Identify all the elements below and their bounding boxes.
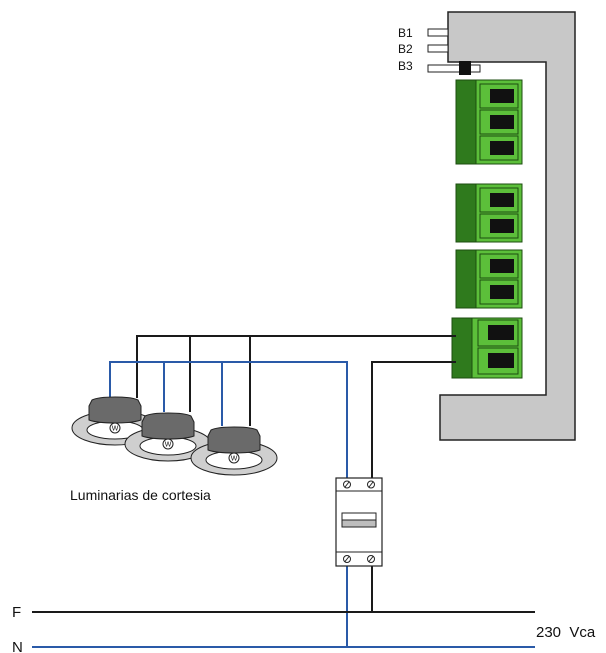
switch-label-b2: B2 [398, 42, 413, 56]
lamp-symbol-icon [109, 422, 121, 434]
neutral-line: N [12, 639, 535, 653]
dip-switch-b3-knob [459, 61, 471, 75]
terminal-to-breaker-wire [371, 361, 456, 480]
circuit-breaker [335, 477, 383, 567]
terminal-block-3 [455, 249, 523, 309]
lamp-neutral-wire [109, 361, 348, 480]
phase-line: F [12, 604, 535, 621]
neutral-label: N [12, 639, 23, 653]
dip-switch-b2[interactable]: B2 [398, 42, 449, 56]
terminal-block-1 [455, 79, 523, 165]
switch-label-b3: B3 [398, 59, 413, 73]
switch-label-b1: B1 [398, 26, 413, 40]
lamp-symbol: W [231, 456, 238, 463]
courtesy-lamp-2: W [124, 412, 212, 462]
courtesy-lamp-1: W [71, 396, 159, 446]
lamp-symbol: W [112, 426, 119, 433]
lamp-common-wire [136, 335, 456, 426]
phase-label: F [12, 604, 21, 621]
lamp-symbol-icon [162, 438, 174, 450]
lamp-symbol: W [165, 442, 172, 449]
terminal-block-4 [451, 317, 523, 379]
dip-switch-b1[interactable]: B1 [398, 26, 449, 40]
dip-switch-b3[interactable]: B3 [398, 59, 481, 75]
terminal-block-2 [455, 183, 523, 243]
breaker-toggle[interactable] [341, 519, 377, 528]
lamp-symbol-icon [228, 452, 240, 464]
courtesy-lamp-3: W [190, 426, 278, 476]
supply-voltage-label: 230 Vca [536, 624, 596, 641]
control-panel [439, 11, 576, 441]
lamps-caption: Luminarias de cortesia [70, 487, 211, 503]
